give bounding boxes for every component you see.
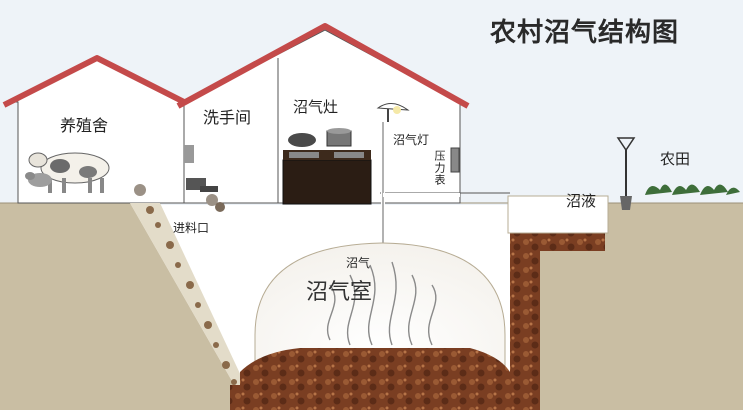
- shovel-icon: [616, 137, 636, 210]
- toilet-icon: [186, 178, 218, 192]
- label-gas: 沼气: [346, 256, 371, 270]
- inlet-chute: [130, 203, 250, 395]
- calf-icon: [25, 172, 52, 187]
- main-house-building: [176, 23, 470, 204]
- ground: [0, 203, 743, 410]
- wall-vent: [184, 145, 194, 163]
- outlet-pit: [507, 195, 609, 234]
- label-lamp: 沼气灯: [393, 133, 430, 147]
- label-chamber: 沼气室: [306, 280, 373, 305]
- bottom-sludge: [230, 385, 520, 410]
- label-washroom: 洗手间: [203, 108, 252, 127]
- label-livestock-shed: 养殖舍: [60, 116, 109, 135]
- label-inlet: 进料口: [173, 221, 210, 235]
- gas-swirls: [326, 261, 437, 346]
- crop-plants: [645, 184, 740, 195]
- label-slurry: 沼液: [566, 192, 597, 210]
- inlet-rocks: [134, 184, 237, 385]
- cow-icon: [28, 152, 110, 193]
- label-stove: 沼气灶: [293, 98, 339, 116]
- digester-sludge: [240, 348, 510, 395]
- stove-icon: [282, 128, 372, 205]
- label-pressure-gauge: 压力表: [433, 150, 446, 186]
- outlet-column: [510, 233, 540, 410]
- lamp-icon: [376, 103, 410, 122]
- pressure-gauge-icon: [450, 147, 460, 173]
- gas-pipe: [381, 122, 460, 243]
- label-farmland: 农田: [660, 150, 691, 168]
- diagram-title: 农村沼气结构图: [490, 18, 680, 48]
